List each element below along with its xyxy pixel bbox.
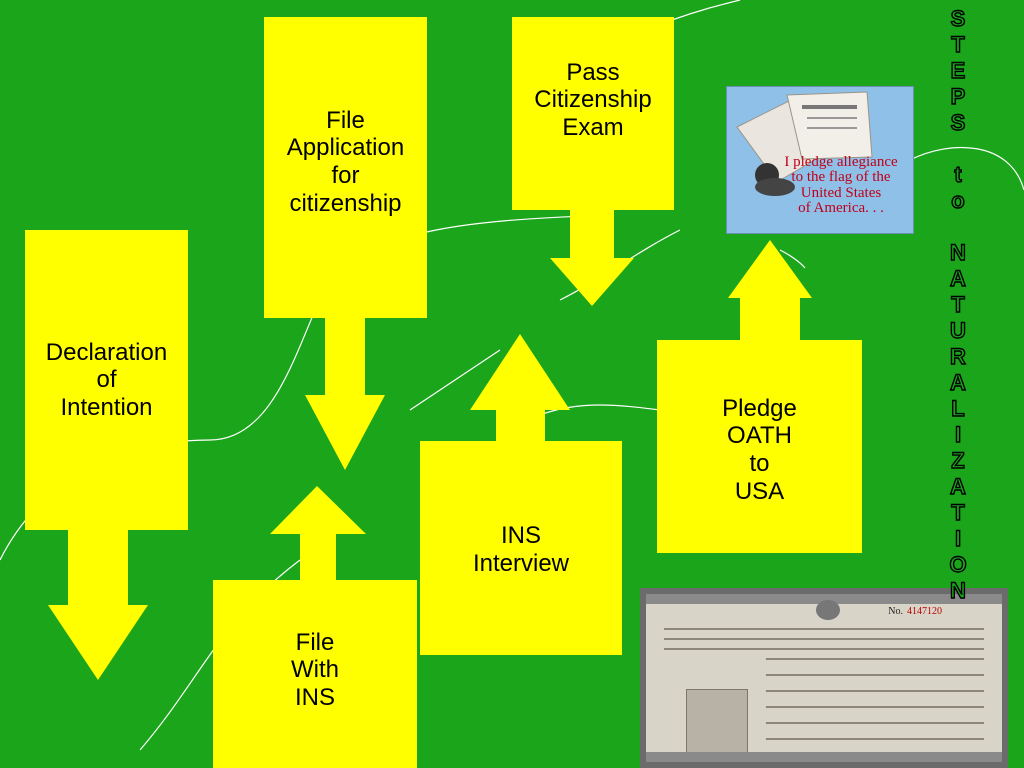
- pledge-oath-label: Pledge OATH to USA: [722, 394, 797, 505]
- cert-text-line: [766, 722, 984, 724]
- vertical-title-letter: E: [950, 58, 966, 83]
- cert-text-line: [766, 658, 984, 660]
- pass-exam-box-shape: [512, 17, 674, 306]
- vertical-title-letter: T: [951, 32, 966, 57]
- pledge-oath-box-shape: [657, 240, 862, 553]
- vertical-title-letter: I: [954, 526, 962, 551]
- declaration-box-shape: [25, 230, 188, 680]
- cert-text-line: [766, 706, 984, 708]
- vertical-title-letter: T: [951, 500, 966, 525]
- vertical-title-letter: L: [951, 396, 966, 421]
- pledge-allegiance-image: I pledge allegiance to the flag of the U…: [726, 86, 914, 234]
- pass-exam-label: Pass Citizenship Exam: [534, 58, 652, 141]
- certificate-number-label: No.: [888, 606, 903, 617]
- file-with-ins-label: File With INS: [291, 628, 339, 711]
- file-application-box-shape: [264, 17, 427, 470]
- cert-text-line: [664, 648, 984, 650]
- vertical-title-letter: t: [954, 162, 963, 187]
- vertical-title-letter: S: [950, 110, 966, 135]
- vertical-title-letter: P: [950, 84, 966, 109]
- vertical-title-letter: I: [954, 422, 962, 447]
- vertical-title-letter: S: [950, 6, 966, 31]
- cert-text-line: [766, 738, 984, 740]
- pledge-image-text: I pledge allegiance to the flag of the U…: [784, 154, 898, 216]
- naturalization-certificate-image: No. 4147120: [640, 588, 1008, 768]
- vertical-title-letter: A: [949, 474, 966, 499]
- ins-interview-box-shape: [420, 334, 622, 655]
- cert-text-line: [664, 638, 984, 640]
- certificate-number-value: 4147120: [907, 606, 942, 617]
- portrait-photo-icon: [686, 689, 748, 761]
- vertical-title-letter: R: [949, 344, 966, 369]
- eagle-seal-icon: [816, 600, 840, 620]
- vertical-title-letter: A: [949, 370, 966, 395]
- vertical-title-letter: O: [949, 552, 968, 577]
- vertical-title-letter: o: [951, 188, 966, 213]
- cert-text-line: [664, 628, 984, 630]
- vertical-title-letter: [955, 138, 961, 164]
- certificate-top-band: [646, 594, 1002, 604]
- vertical-title-letter: N: [949, 578, 966, 603]
- vertical-title-letter: N: [949, 240, 966, 265]
- cert-text-line: [766, 690, 984, 692]
- certificate-number: No. 4147120: [888, 606, 942, 617]
- declaration-label: Declaration of Intention: [45, 338, 168, 421]
- certificate-papers-icon: [736, 91, 873, 196]
- file-application-label: File Application for citizenship: [286, 106, 405, 217]
- vertical-title-letter: [955, 216, 961, 242]
- vertical-title-letter: A: [949, 266, 966, 291]
- cert-text-line: [766, 674, 984, 676]
- certificate-bottom-band: [646, 752, 1002, 762]
- vertical-title-letter: U: [949, 318, 966, 343]
- vertical-title-letter: Z: [951, 448, 966, 473]
- file-ins-box-shape: [213, 486, 417, 768]
- ins-interview-label: INS Interview: [472, 522, 570, 577]
- vertical-title-letter: T: [951, 292, 966, 317]
